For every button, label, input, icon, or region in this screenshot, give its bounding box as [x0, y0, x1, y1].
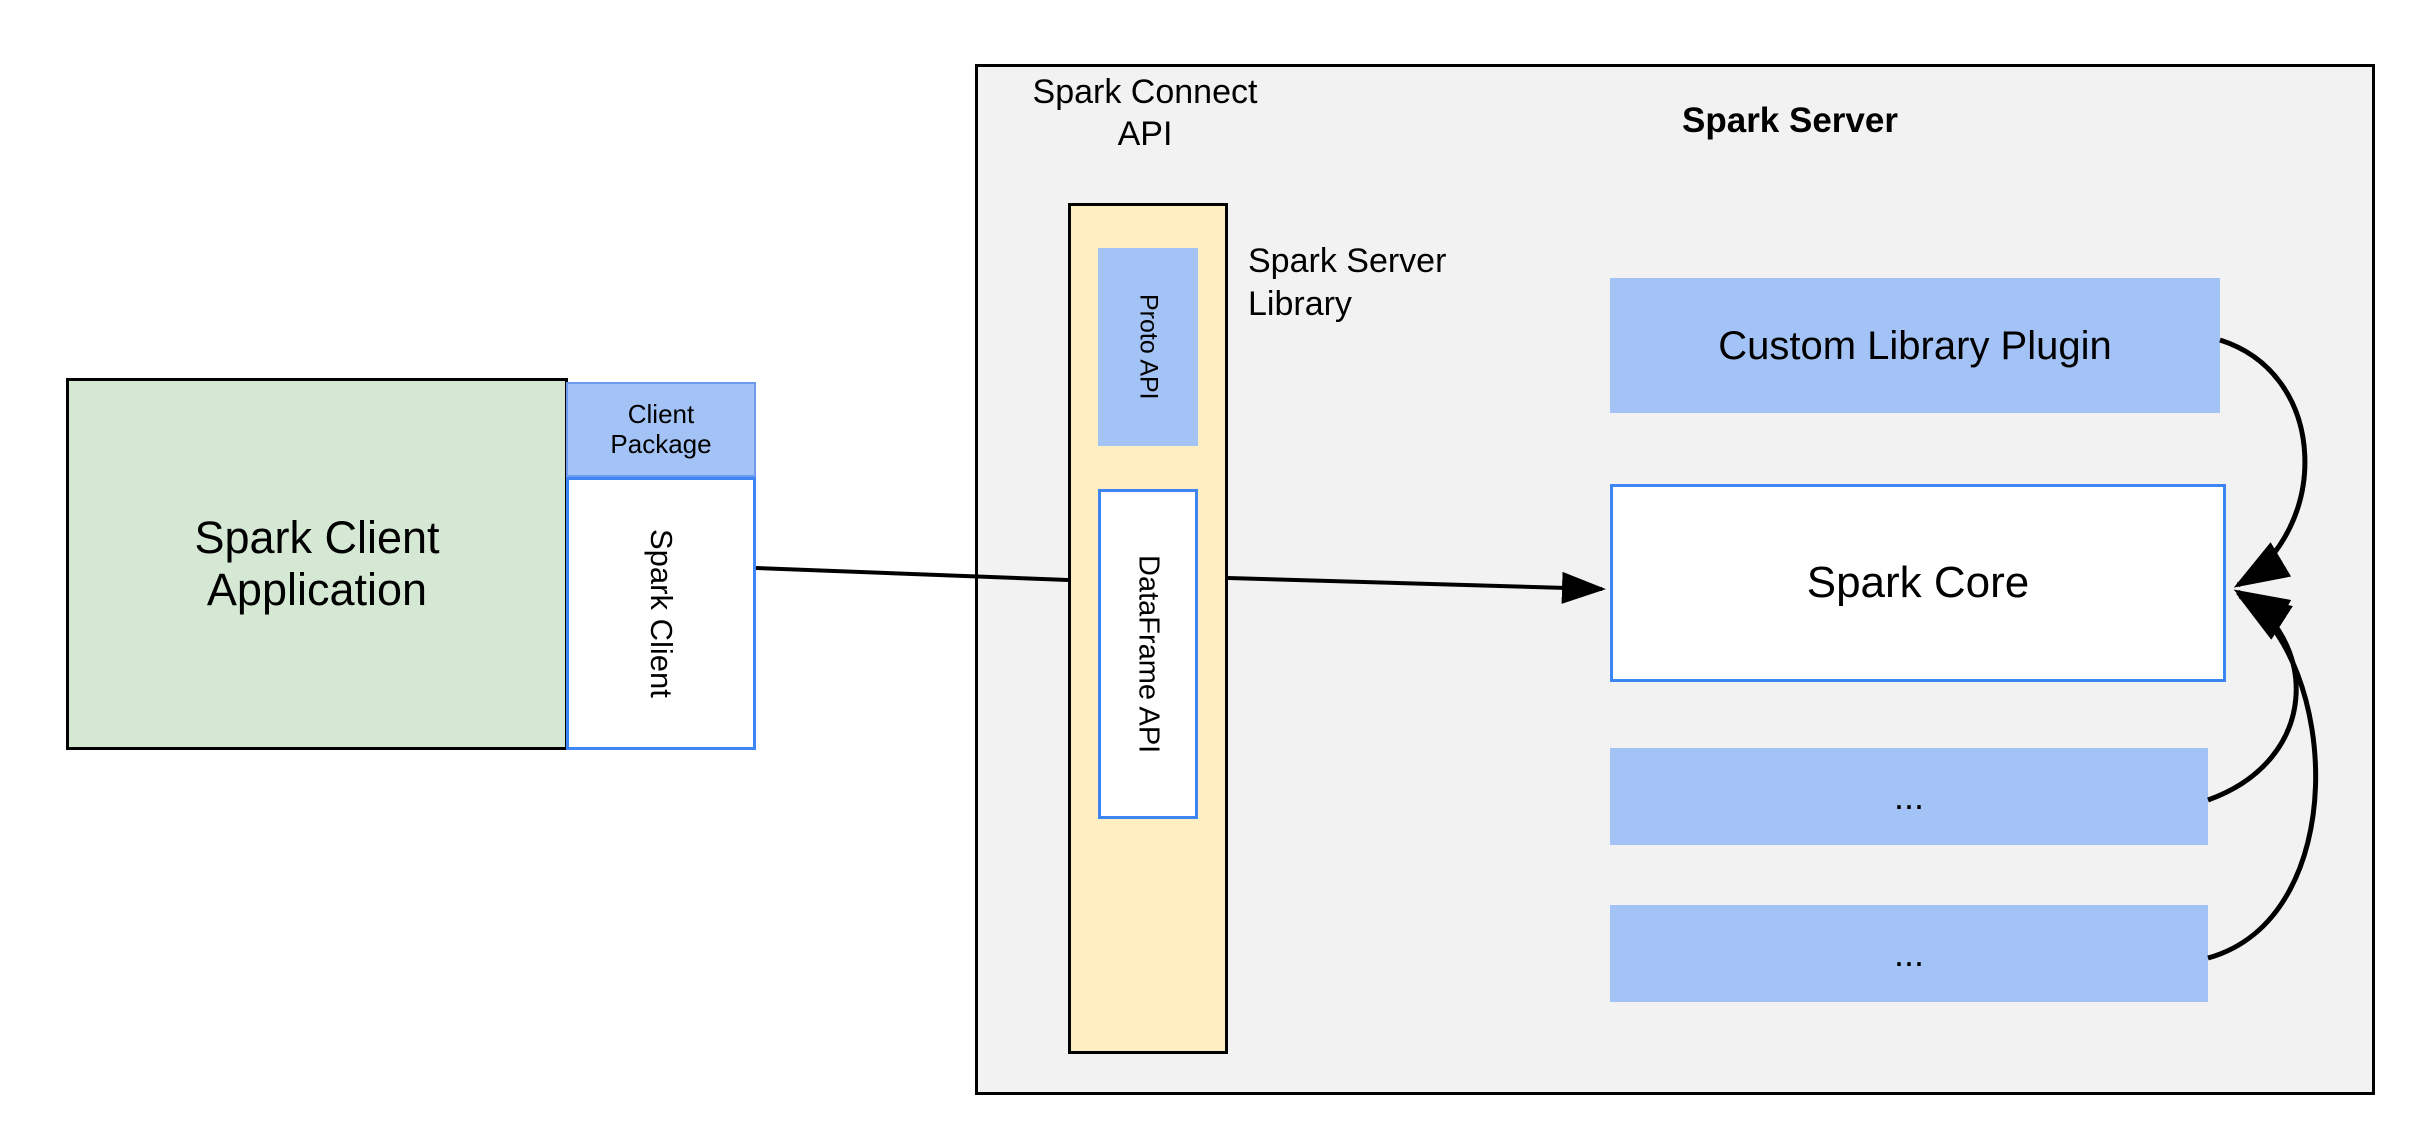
spark-client-application-box[interactable]: Spark Client Application: [66, 378, 568, 750]
dataframe-api-box[interactable]: DataFrame API: [1098, 489, 1198, 819]
spark-client-application-label: Spark Client Application: [194, 512, 440, 615]
spark-core-box[interactable]: Spark Core: [1610, 484, 2226, 682]
spark-server-title: Spark Server: [1682, 101, 1898, 140]
ellipsis-1-label: ...: [1893, 775, 1924, 817]
client-package-label: Client Package: [610, 398, 712, 459]
custom-library-plugin-label: Custom Library Plugin: [1718, 323, 2112, 368]
ellipsis-2-label: ...: [1893, 932, 1924, 974]
proto-api-box[interactable]: Proto API: [1098, 248, 1198, 446]
ellipsis-box-2[interactable]: ...: [1610, 905, 2208, 1002]
spark-client-box[interactable]: Spark Client: [566, 477, 756, 750]
spark-server-library-label: Spark Server Library: [1248, 242, 1447, 323]
client-package-box[interactable]: Client Package: [566, 382, 756, 477]
spark-core-label: Spark Core: [1806, 557, 2030, 607]
custom-library-plugin-box[interactable]: Custom Library Plugin: [1610, 278, 2220, 413]
dataframe-api-label: DataFrame API: [1132, 554, 1165, 754]
proto-api-label: Proto API: [1134, 294, 1163, 400]
ellipsis-box-1[interactable]: ...: [1610, 748, 2208, 845]
spark-client-label: Spark Client: [643, 529, 679, 698]
spark-connect-api-label: Spark Connect API: [1032, 72, 1258, 154]
